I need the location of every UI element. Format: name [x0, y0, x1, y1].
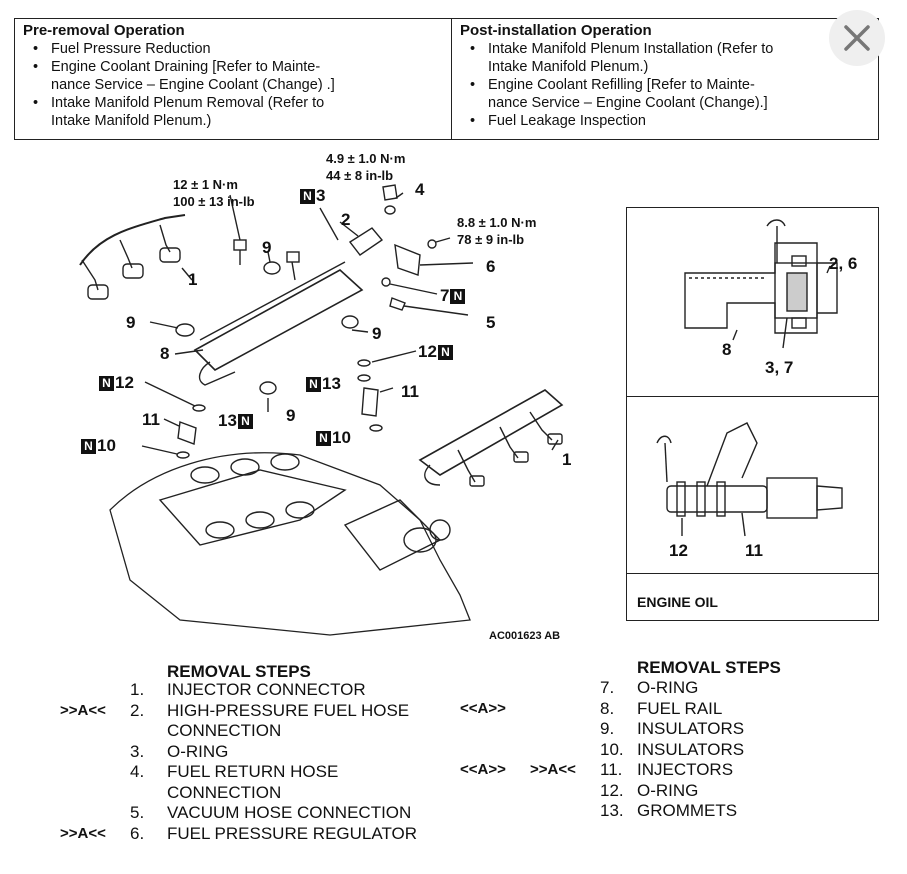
post-installation-item: Fuel Leakage Inspection [470, 112, 870, 130]
post-installation-item: Intake Manifold Plenum Installation (Ref… [470, 40, 870, 76]
step-row: <<A>>>>A<<11.INJECTORS [460, 760, 734, 779]
pre-removal-item: Intake Manifold Plenum Removal (Refer to… [33, 94, 443, 130]
callout-8: 8 [160, 344, 170, 363]
callout-11: 11 [401, 382, 419, 401]
inset-label-2-6: 2, 6 [829, 254, 858, 273]
callout-4: 4 [415, 180, 425, 199]
n-badge: N [316, 431, 331, 447]
inset-label-12: 12 [669, 541, 688, 560]
close-icon [844, 25, 870, 51]
n-badge: N [81, 439, 96, 455]
torque-inlb: 78 ± 9 in-lb [457, 232, 525, 247]
inset-divider-2 [627, 573, 878, 574]
torque-spec-2: 4.9 ± 1.0 N·m 44 ± 8 in-lb [326, 150, 405, 184]
figure-code: AC001623 AB [489, 630, 561, 642]
engine-oil-label: ENGINE OIL [637, 594, 718, 610]
removal-steps-title-left: REMOVAL STEPS [167, 662, 311, 681]
post-installation-item: Engine Coolant Refilling [Refer to Maint… [470, 76, 870, 112]
step-row: 7.O-RING [600, 678, 699, 697]
inset-label-3-7: 3, 7 [765, 358, 794, 377]
pre-removal-column: Pre-removal Operation Fuel Pressure Redu… [15, 19, 452, 139]
detail-inset: 2, 6 8 3, 7 12 11 ENGINE OIL [626, 207, 879, 621]
n-badge: N [437, 345, 453, 361]
pre-removal-item: Fuel Pressure Reduction [33, 40, 443, 58]
step-row: CONNECTION [167, 721, 282, 740]
callout-9: 9 [372, 324, 382, 343]
step-row: 1.INJECTOR CONNECTOR [130, 680, 366, 699]
torque-nm: 4.9 ± 1.0 N·m [326, 151, 406, 166]
torque-spec-3: 8.8 ± 1.0 N·m 78 ± 9 in-lb [457, 214, 536, 248]
inset-divider [627, 396, 878, 397]
torque-inlb: 44 ± 8 in-lb [326, 168, 394, 183]
step-row: 3.O-RING [130, 741, 229, 761]
callout-1: 1 [562, 450, 572, 469]
pre-removal-item: Engine Coolant Draining [Refer to Mainte… [33, 58, 443, 94]
exploded-view-drawing [79, 184, 564, 636]
step-row: 13.GROMMETS [600, 801, 738, 820]
callout-9: 9 [286, 406, 296, 425]
step-row: 4.FUEL RETURN HOSE [130, 762, 339, 781]
step-row: <<A>>8.FUEL RAIL [460, 698, 723, 718]
pre-removal-title: Pre-removal Operation [23, 22, 185, 39]
step-row: 9.INSULATORS [600, 719, 745, 738]
callout-9: 9 [126, 313, 136, 332]
removal-steps-left: 1.INJECTOR CONNECTOR >>A<<2.HIGH-PRESSUR… [0, 680, 450, 844]
step-row: 5.VACUUM HOSE CONNECTION [130, 803, 412, 822]
removal-steps-title-right: REMOVAL STEPS [637, 658, 781, 677]
step-row: 12.O-RING [600, 780, 699, 800]
step-row: CONNECTION [167, 782, 282, 802]
torque-nm: 12 ± 1 N·m [173, 177, 238, 192]
step-row: >>A<<2.HIGH-PRESSURE FUEL HOSE [60, 700, 410, 720]
inset-label-11: 11 [745, 541, 763, 560]
close-button[interactable] [829, 10, 885, 66]
post-installation-column: Post-installation Operation Intake Manif… [452, 19, 878, 139]
inset-drawing [656, 219, 843, 537]
step-row: 10.INSULATORS [600, 739, 745, 759]
n-badge: N [237, 414, 253, 430]
torque-spec-1: 12 ± 1 N·m 100 ± 13 in-lb [173, 176, 255, 210]
callout-5: 5 [486, 313, 496, 332]
callout-1: 1 [188, 270, 198, 289]
n-badge: N [99, 376, 114, 392]
callout-9: 9 [262, 238, 272, 257]
n-badge: N [450, 289, 466, 305]
callout-6: 6 [486, 257, 496, 276]
n-badge: N [306, 377, 321, 393]
n-badge: N [300, 189, 315, 205]
inset-label-8: 8 [722, 340, 732, 359]
operations-table: Pre-removal Operation Fuel Pressure Redu… [14, 18, 879, 140]
post-installation-title: Post-installation Operation [460, 22, 652, 39]
callout-2: 2 [341, 210, 351, 229]
torque-nm: 8.8 ± 1.0 N·m [457, 215, 537, 230]
callout-11: 11 [142, 410, 160, 429]
removal-steps-right: 7.O-RING <<A>>8.FUEL RAIL 9.INSULATORS 1… [440, 678, 900, 822]
torque-inlb: 100 ± 13 in-lb [173, 194, 255, 209]
step-row: >>A<<6.FUEL PRESSURE REGULATOR [60, 823, 418, 843]
